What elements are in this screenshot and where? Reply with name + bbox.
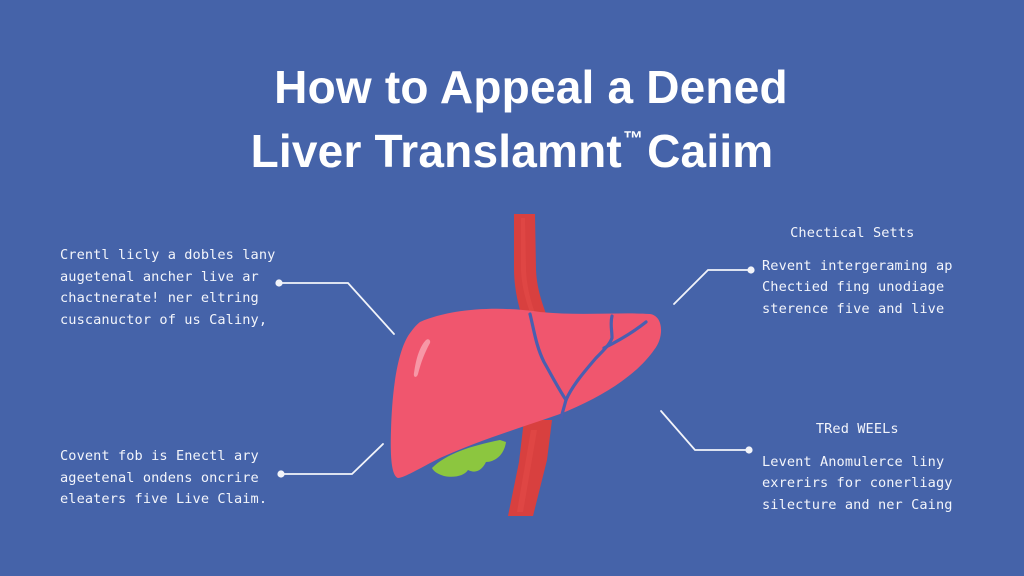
callout-text-line: Chectied fing unodiage — [762, 279, 945, 295]
title-line-2-end: Caiim — [647, 124, 774, 177]
callout-left-top: Crentl licly a dobles lany augetenal anc… — [60, 245, 275, 331]
callout-text-line: eleaters five Live Claim. — [60, 491, 268, 507]
liver-highlight — [413, 339, 431, 377]
connector-dots — [275, 266, 755, 478]
callout-text-line: cuscanuctor of us Caliny, — [60, 311, 268, 328]
callout-right-top: Chectical Setts Revent intergeraming ap … — [762, 223, 953, 320]
callout-text-line: augetenal ancher live ar — [60, 268, 259, 285]
title-line-2: Liver Translamnt™Caiim — [0, 113, 1024, 177]
callout-left-bottom: Covent fob is Enectl ary ageetenal onden… — [60, 446, 267, 511]
callout-text-line: sterence five and live — [762, 300, 945, 317]
liver-icon — [390, 308, 662, 478]
title-line-2-main: Liver Translamnt — [250, 124, 622, 177]
callout-text-line: Levent Anomulerce liny — [762, 453, 945, 470]
callout-heading: Chectical Setts — [790, 225, 915, 241]
callout-text-line: chactnerate! ner eltring — [60, 290, 259, 306]
connector-left-bottom — [280, 443, 384, 475]
callout-text-line: Revent intergeraming ap — [762, 257, 953, 274]
callout-text-line: Covent fob is Enectl ary — [60, 448, 259, 464]
connector-lines — [278, 269, 752, 475]
connector-right-bottom — [660, 410, 750, 451]
callout-right-bottom: TRed WEELs Levent Anomulerce liny exreri… — [762, 419, 953, 516]
callout-heading: TRed WEELs — [815, 421, 899, 437]
page-title: How to Appeal a Dened Liver Translamnt™C… — [0, 61, 1024, 177]
connector-right-top — [673, 269, 752, 305]
title-line-1: How to Appeal a Dened — [274, 60, 788, 113]
trademark-mark: ™ — [622, 127, 644, 150]
connector-left-top — [278, 282, 395, 335]
veins-icon — [528, 312, 648, 420]
callout-text-line: ageetenal ondens oncrire — [60, 469, 259, 486]
gallbladder-icon — [432, 440, 506, 477]
callout-text-line: silecture and ner Caing — [762, 496, 953, 513]
callout-text-line: Crentl licly a dobles lany — [60, 247, 276, 263]
callout-text-line: exrerirs for conerliagy — [762, 475, 953, 491]
